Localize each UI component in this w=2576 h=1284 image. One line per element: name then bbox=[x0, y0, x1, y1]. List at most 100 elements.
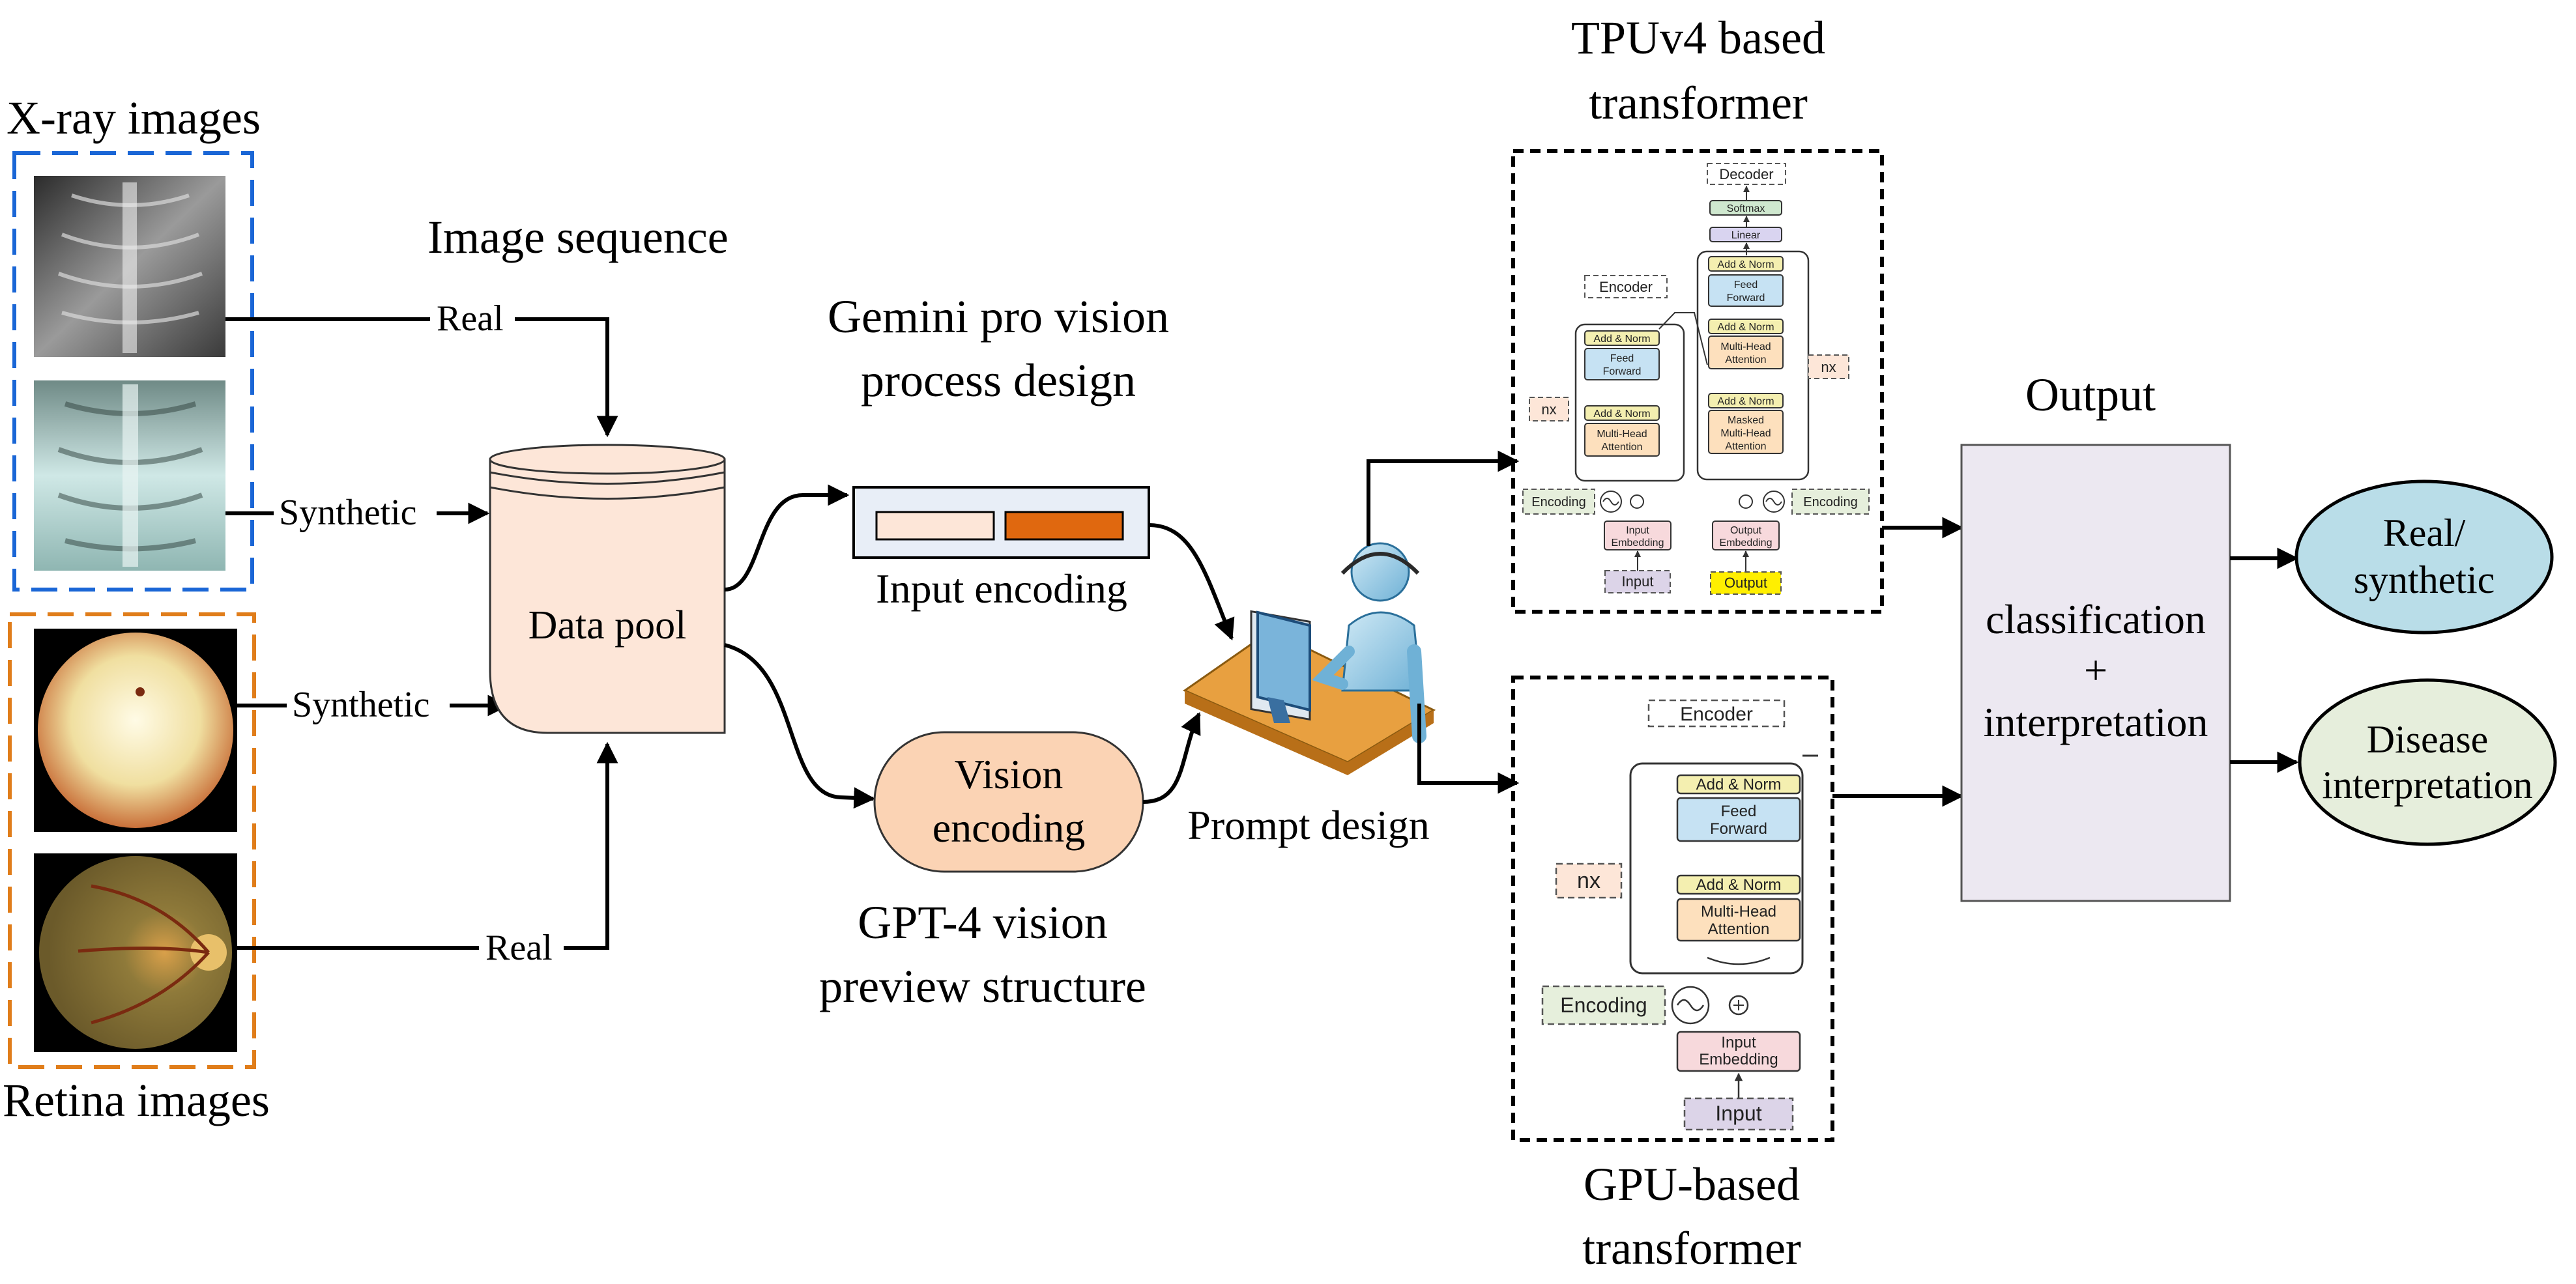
input-encoding-label: Input encoding bbox=[876, 565, 1127, 612]
tpu-encoding-left-tag bbox=[1522, 489, 1595, 515]
gpu-addnorm-2 bbox=[1676, 874, 1801, 895]
tpu-nx-right-label: nx bbox=[1821, 359, 1836, 375]
tpu-in-emb-label2: Embedding bbox=[1612, 537, 1664, 549]
retina-image-1 bbox=[34, 629, 237, 832]
retina-group-box bbox=[8, 612, 256, 1069]
data-pool-cylinder bbox=[489, 444, 726, 734]
tpu-title-line1: TPUv4 based bbox=[1571, 12, 1825, 64]
tpu-dec-mha-label2: Attention bbox=[1725, 354, 1766, 365]
tpu-input-tag bbox=[1604, 570, 1671, 593]
gpu-ff-label2: Forward bbox=[1710, 820, 1767, 838]
retina-image-2 bbox=[34, 853, 237, 1052]
tpu-dec-masked-label3: Attention bbox=[1725, 441, 1766, 452]
tpu-nx-left-tag bbox=[1529, 397, 1569, 421]
tpu-encoder-stack bbox=[1574, 323, 1685, 482]
disease-line2: interpretation bbox=[2322, 763, 2532, 806]
real-label-top: Real bbox=[437, 298, 504, 339]
tpu-enc-addnorm-1 bbox=[1584, 330, 1660, 346]
gpu-feedforward bbox=[1676, 797, 1801, 842]
tpu-decoder-tag bbox=[1707, 163, 1786, 185]
tpu-enc-mha bbox=[1584, 423, 1660, 457]
gpu-input-embedding bbox=[1676, 1031, 1801, 1072]
tpu-in-emb-label1: Input bbox=[1626, 525, 1649, 536]
gpu-ff-label1: Feed bbox=[1721, 803, 1757, 820]
tpu-dec-addnorm-1-label: Add & Norm bbox=[1717, 259, 1774, 270]
tpu-output-embedding bbox=[1712, 521, 1780, 550]
real-synthetic-line2: synthetic bbox=[2354, 558, 2495, 601]
gpu-mha-label1: Multi-Head bbox=[1701, 903, 1776, 920]
gpu-encoder-stack bbox=[1629, 762, 1804, 975]
gemini-to-prompt-arrow bbox=[1148, 523, 1235, 641]
tpu-linear-label: Linear bbox=[1731, 230, 1761, 241]
tpu-dec-add-circle bbox=[1739, 494, 1753, 509]
xray-image-1 bbox=[34, 176, 225, 357]
gpu-addnorm-1-label: Add & Norm bbox=[1696, 776, 1782, 793]
synthetic-label-retina: Synthetic bbox=[292, 685, 430, 725]
real-arrow-top bbox=[225, 317, 618, 438]
output-panel bbox=[1960, 444, 2231, 902]
image-sequence-title: Image sequence bbox=[427, 211, 729, 263]
tpu-dec-addnorm-2 bbox=[1708, 319, 1784, 334]
xray-image-2 bbox=[34, 380, 225, 571]
tpu-nx-left-label: nx bbox=[1541, 401, 1556, 418]
gpu-mha bbox=[1676, 898, 1801, 942]
gpu-input-tag bbox=[1683, 1097, 1794, 1131]
tpu-dec-ff-label2: Forward bbox=[1727, 292, 1765, 304]
gemini-title-line2: process design bbox=[861, 354, 1136, 407]
data-pool-label: Data pool bbox=[528, 603, 687, 648]
gemini-title-line1: Gemini pro vision bbox=[828, 291, 1169, 343]
tpu-title-line2: transformer bbox=[1589, 77, 1808, 129]
tpu-enc-addnorm-2 bbox=[1584, 405, 1660, 421]
vision-encoding-line2: encoding bbox=[933, 805, 1086, 851]
tpu-encoding-left-label: Encoding bbox=[1531, 495, 1585, 509]
tpu-dec-mha bbox=[1708, 335, 1784, 369]
tpu-dec-addnorm-3-label: Add & Norm bbox=[1717, 396, 1774, 407]
gpu-encoding-tag bbox=[1541, 985, 1666, 1025]
gpu-nx-tag bbox=[1555, 863, 1623, 899]
gpu-addnorm-2-label: Add & Norm bbox=[1696, 876, 1782, 894]
xray-group-box bbox=[12, 151, 254, 592]
prompt-to-gpu-arrow bbox=[1417, 704, 1520, 794]
gpu-nx-label: nx bbox=[1577, 868, 1600, 893]
gpu-input-label: Input bbox=[1715, 1102, 1761, 1125]
tpu-linear-block bbox=[1709, 227, 1782, 242]
real-synthetic-line1: Real/ bbox=[2383, 511, 2466, 554]
output-title: Output bbox=[2025, 369, 2156, 421]
pool-to-gemini-arrow bbox=[724, 484, 850, 592]
tpu-dec-addnorm-2-label: Add & Norm bbox=[1717, 322, 1774, 333]
gpu-transformer-box bbox=[1511, 676, 1834, 1142]
real-arrow-bottom bbox=[237, 741, 618, 950]
tpu-encoding-right-tag bbox=[1791, 489, 1870, 515]
real-label-bottom: Real bbox=[485, 928, 553, 968]
tpu-encoding-right-label: Encoding bbox=[1803, 495, 1857, 509]
tpu-enc-ff-label1: Feed bbox=[1610, 353, 1634, 364]
gpu-encoder-tag bbox=[1647, 699, 1786, 728]
tpu-dec-addnorm-3 bbox=[1708, 393, 1784, 408]
disease-interpretation-ellipse bbox=[2298, 678, 2557, 846]
tpu-output-tag bbox=[1710, 571, 1782, 595]
tpu-enc-ff-label2: Forward bbox=[1603, 366, 1642, 377]
tpu-enc-mha-label2: Attention bbox=[1601, 442, 1642, 453]
tpu-dec-feedforward bbox=[1708, 274, 1784, 307]
gpu-addnorm-1 bbox=[1676, 774, 1801, 795]
tpu-out-emb-label2: Embedding bbox=[1720, 537, 1773, 549]
gpu-in-emb-label2: Embedding bbox=[1699, 1051, 1778, 1068]
tpu-enc-feedforward bbox=[1584, 348, 1660, 380]
tpu-softmax-label: Softmax bbox=[1727, 203, 1765, 214]
tpu-decoder-label: Decoder bbox=[1719, 166, 1773, 182]
retina-images-title: Retina images bbox=[3, 1074, 270, 1126]
gpu-title-line2: transformer bbox=[1582, 1222, 1801, 1274]
prompt-to-tpu-arrow bbox=[1367, 450, 1520, 546]
tpu-out-emb-label1: Output bbox=[1730, 525, 1762, 536]
tpu-dec-ff-label1: Feed bbox=[1734, 279, 1758, 291]
input-encoding-panel bbox=[852, 486, 1150, 559]
gpu-mha-label2: Attention bbox=[1708, 920, 1770, 938]
real-synthetic-ellipse bbox=[2294, 479, 2554, 635]
gpt4-to-prompt-arrow bbox=[1142, 712, 1201, 804]
tpu-dec-masked-mha bbox=[1708, 410, 1784, 454]
disease-line1: Disease bbox=[2367, 718, 2489, 761]
output-line2: + bbox=[2084, 647, 2107, 693]
gpu-in-emb-label1: Input bbox=[1721, 1034, 1756, 1051]
tpu-input-label: Input bbox=[1622, 573, 1654, 590]
